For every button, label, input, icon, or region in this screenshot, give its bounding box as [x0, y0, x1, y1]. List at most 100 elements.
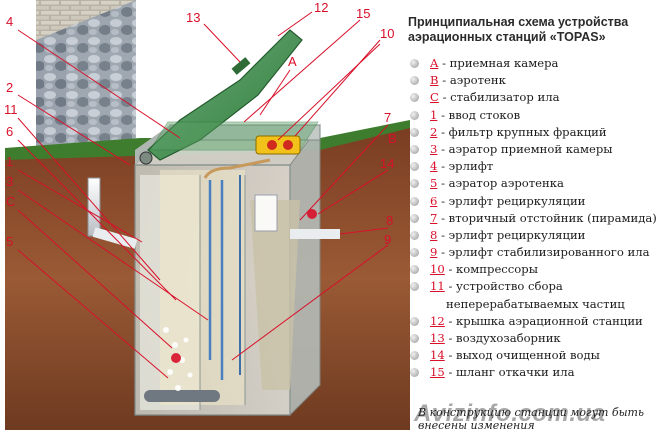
- legend-item: A - приемная камера: [408, 55, 666, 72]
- bullet-icon: [410, 248, 419, 258]
- callout-2: 2: [6, 80, 13, 95]
- bullet-icon: [410, 59, 419, 68]
- legend-key: 5: [430, 176, 438, 191]
- legend-panel: Принципиальная схема устройства аэрацион…: [408, 15, 666, 382]
- callout-1: 1: [6, 154, 13, 169]
- bullet-icon: [410, 230, 419, 240]
- legend-item: B - аэротенк: [408, 72, 666, 89]
- callout-10: 10: [380, 26, 394, 41]
- callout-C: C: [6, 194, 15, 209]
- legend-item: 11 - устройство сбора: [408, 278, 666, 295]
- legend-key: 8: [430, 227, 438, 242]
- bullet-icon: [410, 282, 419, 292]
- legend-text: - ввод стоков: [441, 107, 521, 122]
- callout-13: 13: [186, 10, 200, 25]
- legend-text: - фильтр крупных фракций: [441, 124, 607, 139]
- legend-item: 5 - аэратор аэротенка: [408, 175, 666, 192]
- legend-text: - шланг откачки ила: [448, 365, 575, 380]
- callout-8: 8: [386, 213, 393, 228]
- callout-11: 11: [4, 102, 18, 117]
- tank: [134, 123, 321, 417]
- callout-9: 9: [384, 232, 391, 247]
- legend-item: 1 - ввод стоков: [408, 107, 666, 124]
- legend-key: 11: [430, 279, 445, 294]
- legend-text: - крышка аэрационной станции: [448, 313, 643, 328]
- legend-text: - эрлифт: [441, 159, 494, 174]
- legend-key: 6: [430, 193, 438, 208]
- legend-text: - аэратор приемной камеры: [441, 141, 613, 156]
- callout-6: 6: [6, 124, 13, 139]
- house-wall: [36, 0, 136, 160]
- callout-5: 5: [6, 234, 13, 249]
- legend-item: 10 - компрессоры: [408, 261, 666, 278]
- bullet-icon: [410, 93, 419, 103]
- legend-key: 3: [430, 141, 438, 156]
- legend-item: 6 - эрлифт рециркуляции: [408, 193, 666, 210]
- bullet-icon: [410, 179, 419, 189]
- legend-item: 12 - крышка аэрационной станции: [408, 313, 666, 330]
- legend-text: - компрессоры: [448, 262, 538, 277]
- callout-7: 7: [384, 110, 391, 125]
- legend-item-continuation: неперерабатываемых частиц: [446, 296, 625, 311]
- legend-key: A: [430, 56, 439, 70]
- legend-item: 2 - фильтр крупных фракций: [408, 124, 666, 141]
- bullet-icon: [410, 368, 419, 378]
- callout-12: 12: [314, 0, 328, 15]
- callout-3: 3: [6, 174, 13, 189]
- callout-15: 15: [356, 6, 370, 21]
- legend-text: - вторичный отстойник (пирамида): [441, 210, 657, 225]
- legend-text: - приемная камера: [442, 56, 559, 70]
- callout-B: B: [388, 131, 397, 146]
- bullet-icon: [410, 196, 419, 206]
- legend-item: 14 - выход очищенной воды: [408, 347, 666, 364]
- bullet-icon: [410, 162, 419, 172]
- legend-key: B: [430, 73, 439, 88]
- lid: [139, 29, 319, 165]
- legend-key: 7: [430, 210, 438, 225]
- legend-text: - устройство сбора: [448, 279, 563, 294]
- callout-labels: 13 12 15 4 A 10 2 11 6 7 B 1 3 14 C 8 9 …: [4, 0, 397, 249]
- legend-key: C: [430, 90, 439, 105]
- bullet-icon: [410, 144, 419, 154]
- legend-key: 9: [430, 245, 438, 260]
- legend-item: 8 - эрлифт рециркуляции: [408, 227, 666, 244]
- legend-text: - аэротенк: [442, 73, 506, 88]
- watermark: Avizinfo.com.ua: [414, 400, 606, 427]
- legend-item: 13 - воздухозаборник: [408, 330, 666, 347]
- legend-text: - эрлифт рециркуляции: [441, 193, 586, 208]
- legend-text: - эрлифт стабилизированного ила: [441, 245, 650, 260]
- bullet-icon: [410, 110, 419, 120]
- legend-item: C - стабилизатор ила: [408, 89, 666, 106]
- legend-key: 1: [430, 107, 438, 122]
- legend-text: - эрлифт рециркуляции: [441, 227, 586, 242]
- legend-item: 3 - аэратор приемной камеры: [408, 141, 666, 158]
- leader-lines: [17, 11, 389, 379]
- legend-text: - воздухозаборник: [448, 331, 561, 345]
- legend-title: Принципиальная схема устройства аэрацион…: [408, 15, 629, 44]
- legend-key: 15: [430, 365, 445, 380]
- legend-item: 4 - эрлифт: [408, 158, 666, 175]
- legend-key: 14: [430, 348, 445, 363]
- bullet-icon: [410, 265, 419, 275]
- callout-14: 14: [380, 156, 394, 171]
- legend-key: 13: [430, 331, 445, 345]
- legend-item: 7 - вторичный отстойник (пирамида): [408, 210, 666, 227]
- footer-note: В конструкцию станции могут быть внесены…: [418, 406, 644, 432]
- compressors: [255, 135, 301, 155]
- bullet-icon: [410, 316, 419, 326]
- bullet-icon: [410, 213, 419, 223]
- callout-A: A: [288, 54, 297, 69]
- bullet-icon: [410, 334, 419, 343]
- legend-text: - аэратор аэротенка: [441, 176, 564, 191]
- legend-text: - стабилизатор ила: [442, 90, 560, 105]
- legend-key: 4: [430, 159, 438, 174]
- legend-text: - выход очищенной воды: [448, 348, 600, 363]
- aeration-bubbles: [163, 209, 317, 391]
- bullet-icon: [410, 127, 419, 137]
- legend-item: 15 - шланг откачки ила: [408, 364, 666, 381]
- legend-item: 9 - эрлифт стабилизированного ила: [408, 244, 666, 261]
- legend-key: 2: [430, 124, 438, 139]
- legend-key: 10: [430, 262, 445, 277]
